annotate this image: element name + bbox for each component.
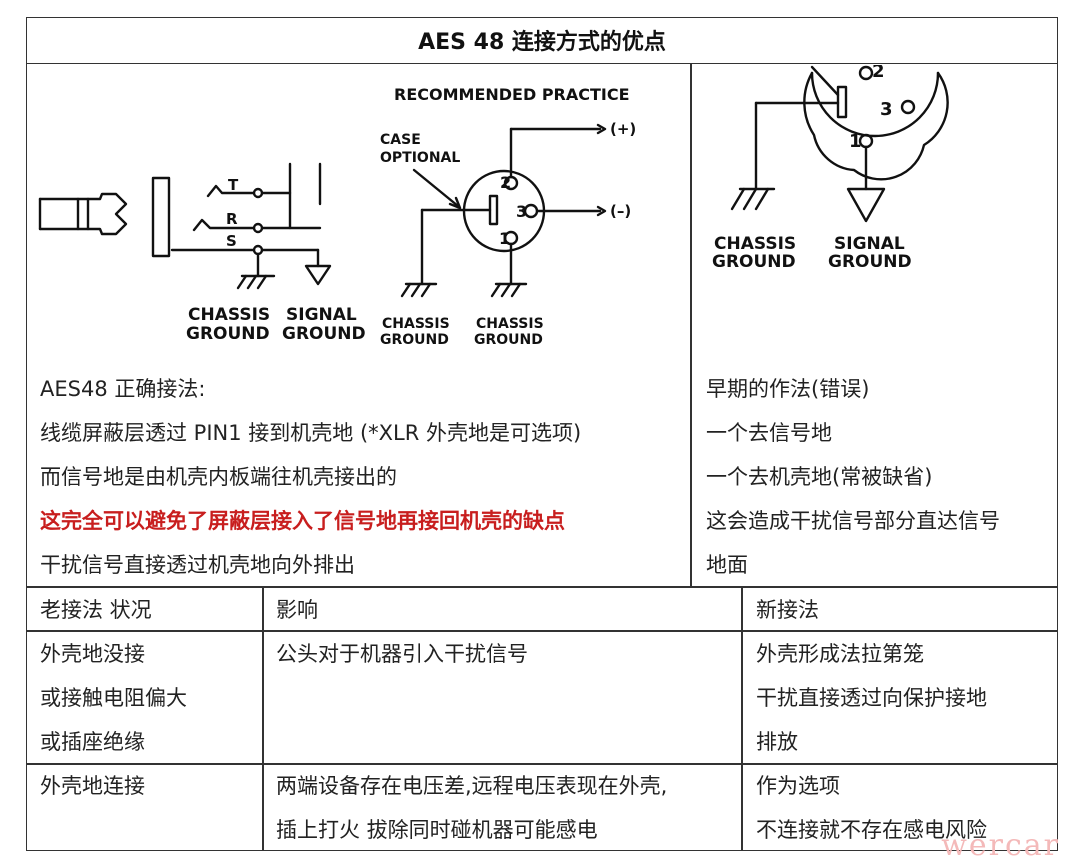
- plus-label: (+): [610, 120, 636, 138]
- ring-label: R: [226, 210, 238, 228]
- signal-ground-icon: [304, 264, 332, 286]
- ground3-label: GROUND: [474, 332, 543, 348]
- divider-col1: [262, 586, 264, 851]
- row2-old-1: 外壳地连接: [40, 774, 145, 798]
- right-note-4: 这会造成干扰信号部分直达信号: [706, 509, 1000, 533]
- signal-label: SIGNAL: [286, 305, 357, 325]
- header-old-method: 老接法 状况: [40, 598, 152, 622]
- jack-body: [151, 176, 171, 258]
- left-note-highlight: 这完全可以避免了屏蔽层接入了信号地再接回机壳的缺点: [40, 509, 565, 533]
- right-note-1: 早期的作法(错误): [706, 377, 870, 401]
- right-pin3-label: 3: [880, 99, 893, 120]
- table-frame: [26, 17, 1058, 851]
- row1-old-1: 外壳地没接: [40, 642, 145, 666]
- divider-header: [26, 630, 1058, 632]
- left-note-3: 而信号地是由机壳内板端往机壳接出的: [40, 465, 397, 489]
- right-pin2-label: 2: [872, 65, 885, 82]
- right-note-2: 一个去信号地: [706, 421, 832, 445]
- row1-new-2: 干扰直接透过向保护接地: [756, 686, 987, 710]
- divider-row1: [26, 763, 1058, 765]
- right-signal-ground-label: GROUND: [828, 252, 912, 272]
- tip-label: T: [228, 176, 239, 194]
- row1-old-3: 或插座绝缘: [40, 730, 145, 754]
- watermark: wercar: [941, 828, 1060, 863]
- header-effect: 影响: [276, 598, 318, 622]
- divider-table-top: [26, 586, 1058, 588]
- row2-new-1: 作为选项: [756, 774, 840, 798]
- row2-effect-2: 插上打火 拔除同时碰机器可能感电: [276, 818, 598, 842]
- right-note-3: 一个去机壳地(常被缺省): [706, 465, 933, 489]
- recommended-practice-diagram: RECOMMENDED PRACTICE CASE OPTIONAL (+) (…: [38, 85, 636, 348]
- practice-label: RECOMMENDED PRACTICE: [394, 85, 630, 104]
- page-title: AES 48 连接方式的优点: [26, 17, 1058, 64]
- divider-col2: [741, 586, 743, 851]
- left-note-1: AES48 正确接法:: [40, 377, 206, 401]
- sleeve-label: S: [226, 232, 237, 250]
- right-chassis-label: CHASSIS: [714, 234, 796, 254]
- row1-effect-1: 公头对于机器引入干扰信号: [276, 642, 528, 666]
- row2-new-2: 不连接就不存在感电风险: [756, 818, 987, 842]
- optional-label: OPTIONAL: [380, 150, 460, 166]
- trs-plug-icon: [38, 192, 128, 236]
- right-chassis-ground-label: GROUND: [712, 252, 796, 272]
- chassis3-label: CHASSIS: [476, 316, 544, 332]
- header-new-method: 新接法: [756, 598, 819, 622]
- left-note-2: 线缆屏蔽层透过 PIN1 接到机壳地 (*XLR 外壳地是可选项): [40, 421, 582, 445]
- row1-new-3: 排放: [756, 730, 798, 754]
- right-note-5: 地面: [706, 553, 748, 577]
- pin2-label: 2: [500, 173, 511, 192]
- divider-upper: [690, 63, 692, 587]
- chassis-label: CHASSIS: [188, 305, 270, 325]
- ground2-label: GROUND: [380, 332, 449, 348]
- pin3-label: 3: [516, 202, 527, 221]
- signal-ground-label: GROUND: [282, 324, 366, 344]
- chassis2-label: CHASSIS: [382, 316, 450, 332]
- right-pin1-label: 1: [849, 131, 862, 152]
- case-label: CASE: [380, 132, 421, 148]
- right-signal-label: SIGNAL: [834, 234, 905, 254]
- left-note-5: 干扰信号直接透过机壳地向外排出: [40, 553, 355, 577]
- row1-old-2: 或接触电阻偏大: [40, 686, 187, 710]
- minus-label: (–): [610, 202, 631, 220]
- chassis-ground-label: GROUND: [186, 324, 270, 344]
- row2-effect-1: 两端设备存在电压差,远程电压表现在外壳,: [276, 774, 668, 798]
- early-practice-diagram: 2 3 1 CHASSIS GROUND SIGNAL GROUND: [712, 65, 949, 272]
- pin1-label: 1: [499, 229, 510, 248]
- row1-new-1: 外壳形成法拉第笼: [756, 642, 924, 666]
